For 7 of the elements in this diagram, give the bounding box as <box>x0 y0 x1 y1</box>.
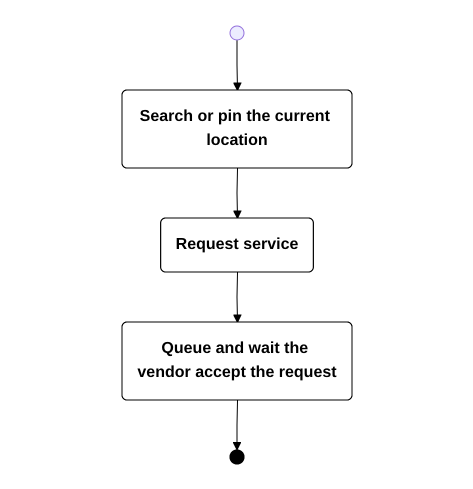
node-text: Queue and wait the vendor accept the request <box>136 340 336 380</box>
arrow <box>232 272 242 322</box>
arrow <box>232 400 241 450</box>
node-circle <box>229 25 244 40</box>
node-text: Search or pin the current location <box>139 108 330 148</box>
arrow <box>232 39 242 90</box>
arrow <box>232 168 242 218</box>
